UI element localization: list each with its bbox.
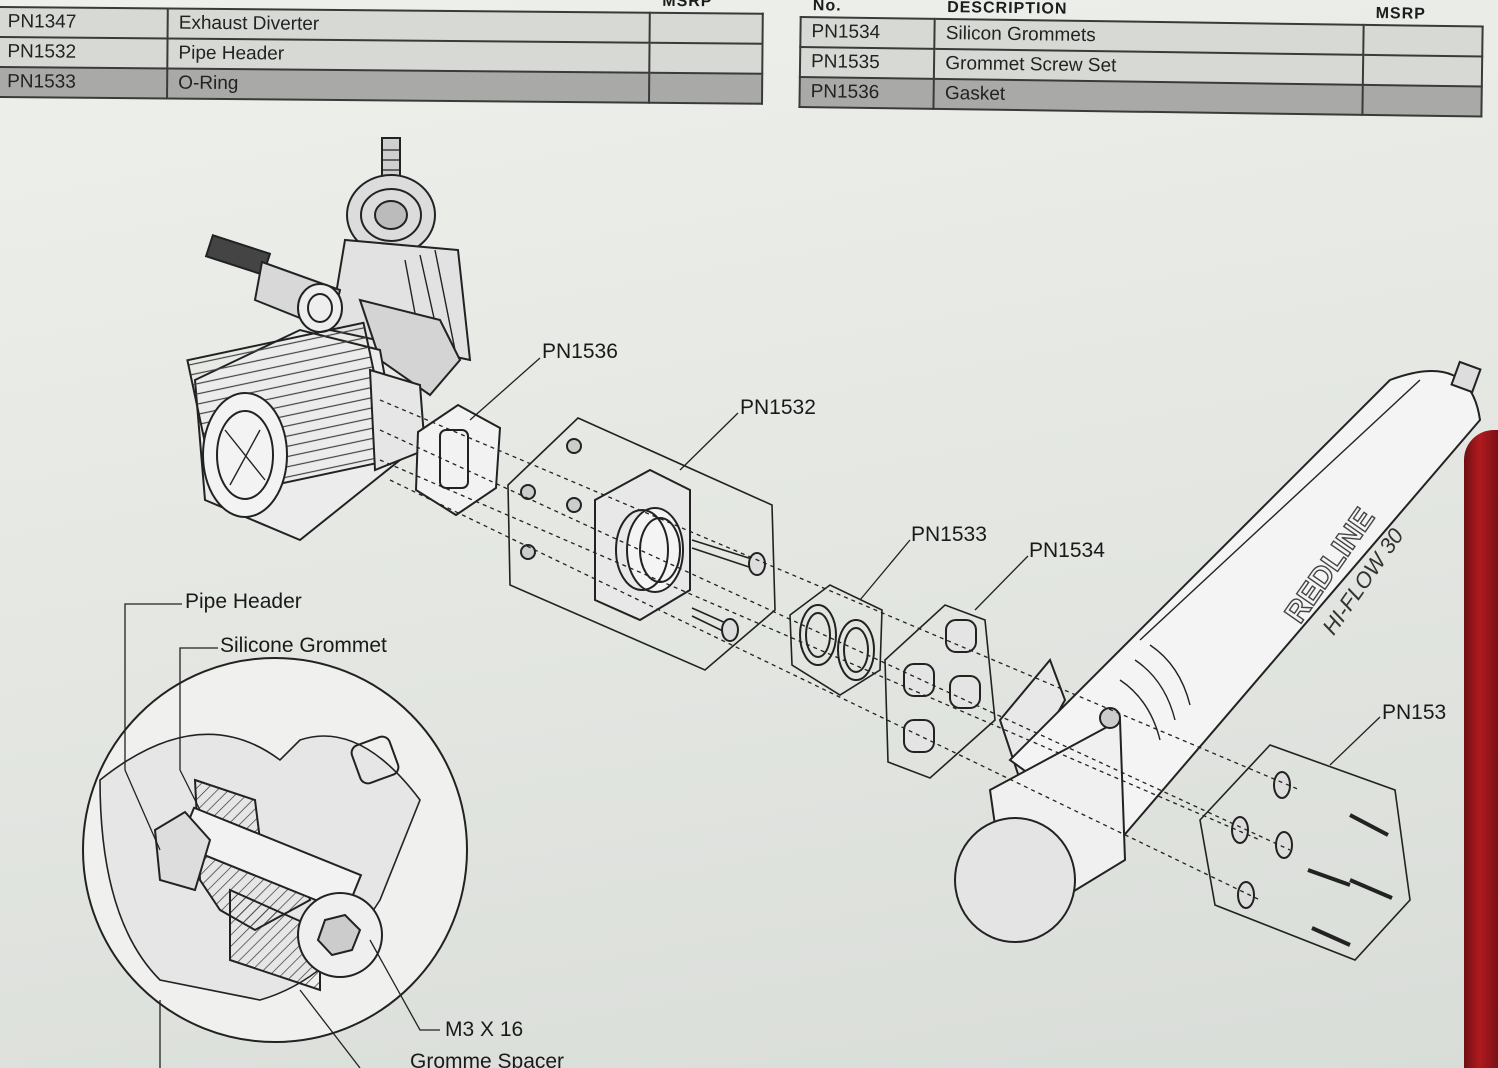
callout-pn1534: PN1534 [1029,539,1105,562]
callout-pn1536: PN1536 [542,340,618,363]
o-ring-pn1533 [789,584,883,696]
screw-set-pn1535 [1199,744,1411,961]
label-spacer: Gromme Spacer [410,1050,564,1068]
callout-pn1532: PN1532 [740,396,816,419]
muffler [954,360,1482,943]
label-m3x16: M3 X 16 [445,1018,523,1041]
pipe-header-pn1532 [507,417,776,671]
callout-pn1535: PN153 [1382,701,1446,724]
gasket-pn1536 [414,403,502,517]
callout-pn1533: PN1533 [911,523,987,546]
label-silicone-grommet: Silicone Grommet [220,634,387,657]
leader-lines [124,357,1381,1068]
grommets-pn1534 [884,604,996,779]
detail-view [82,657,468,1043]
engine [186,137,472,542]
red-background-edge [1464,430,1498,1068]
alignment-lines [379,399,1301,901]
label-pipe-header: Pipe Header [185,590,302,613]
